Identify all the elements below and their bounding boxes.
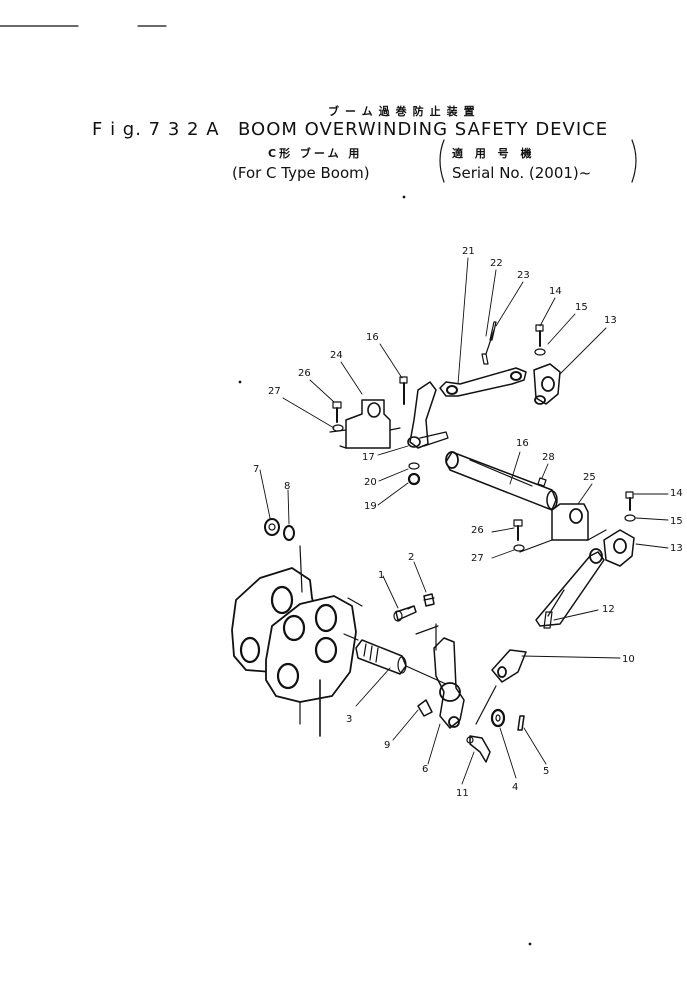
part-label-20: 20 bbox=[364, 477, 377, 488]
serial-number: Serial No. (2001)~ bbox=[452, 164, 592, 182]
part-label-25: 25 bbox=[583, 472, 596, 483]
part-label-14-top: 14 bbox=[549, 286, 562, 297]
clevis-10 bbox=[475, 649, 527, 725]
small-parts bbox=[417, 699, 525, 763]
figure-number: F i g. 7 3 2 A bbox=[92, 119, 220, 140]
part-label-7: 7 bbox=[253, 464, 259, 475]
title-japanese: ブーム過巻防止装置 bbox=[328, 105, 481, 118]
subtitle-right-japanese: 適 用 号 機 bbox=[452, 147, 536, 160]
bolt-1 bbox=[393, 593, 435, 622]
part-label-13-right: 13 bbox=[670, 543, 683, 554]
bracket-13-top bbox=[533, 324, 561, 405]
part-label-19: 19 bbox=[364, 501, 377, 512]
part-label-12: 12 bbox=[602, 604, 615, 615]
figure-title: BOOM OVERWINDING SAFETY DEVICE bbox=[238, 119, 609, 140]
lever-arm-18 bbox=[399, 376, 449, 486]
part-label-1: 1 bbox=[378, 570, 384, 581]
bolt-26-right bbox=[513, 519, 525, 552]
part-label-26-top: 26 bbox=[298, 368, 311, 379]
rod-12 bbox=[535, 548, 605, 629]
part-label-17: 17 bbox=[362, 452, 375, 463]
boom-plates bbox=[231, 545, 363, 737]
part-label-11: 11 bbox=[456, 788, 469, 799]
part-label-23: 21 bbox=[462, 246, 475, 257]
part-label-22: 23 bbox=[517, 270, 530, 281]
part-label-6: 6 bbox=[422, 764, 428, 775]
leader-lines bbox=[259, 257, 669, 785]
part-label-28: 28 bbox=[542, 452, 555, 463]
shaft-16 bbox=[445, 451, 558, 511]
part-label-27-top: 27 bbox=[268, 386, 281, 397]
subtitle-left-japanese: C形 ブーム 用 bbox=[268, 147, 363, 160]
bracket-25 bbox=[519, 503, 607, 553]
bolt-26-left bbox=[332, 401, 344, 432]
part-label-2: 2 bbox=[408, 552, 414, 563]
bracket-left bbox=[439, 139, 445, 183]
part-label-14-right: 14 bbox=[670, 488, 683, 499]
bracket-right bbox=[631, 139, 637, 183]
part-label-13-top: 13 bbox=[604, 315, 617, 326]
link-rod-23 bbox=[439, 321, 527, 397]
part-label-9: 9 bbox=[384, 740, 390, 751]
part-label-26-right: 26 bbox=[471, 525, 484, 536]
part-label-16: 16 bbox=[516, 438, 529, 449]
part-label-21: 22 bbox=[490, 258, 503, 269]
lever-6 bbox=[415, 623, 465, 729]
bracket-13-right bbox=[603, 491, 636, 567]
part-label-8: 8 bbox=[284, 481, 290, 492]
part-label-3: 3 bbox=[346, 714, 352, 725]
part-label-10: 10 bbox=[622, 654, 635, 665]
part-label-18: 16 bbox=[366, 332, 379, 343]
part-label-5: 5 bbox=[543, 766, 549, 777]
part-label-24: 24 bbox=[330, 350, 343, 361]
part-label-27-right: 27 bbox=[471, 553, 484, 564]
part-number-labels: 21 22 23 14 15 13 16 24 26 27 16 17 28 2… bbox=[253, 246, 683, 799]
shaft-3 bbox=[343, 633, 447, 685]
part-label-15-right: 15 bbox=[670, 516, 683, 527]
subtitle-left: (For C Type Boom) bbox=[232, 164, 370, 182]
nut-7-8 bbox=[264, 518, 295, 541]
part-label-4: 4 bbox=[512, 782, 518, 793]
part-label-15-top: 15 bbox=[575, 302, 588, 313]
